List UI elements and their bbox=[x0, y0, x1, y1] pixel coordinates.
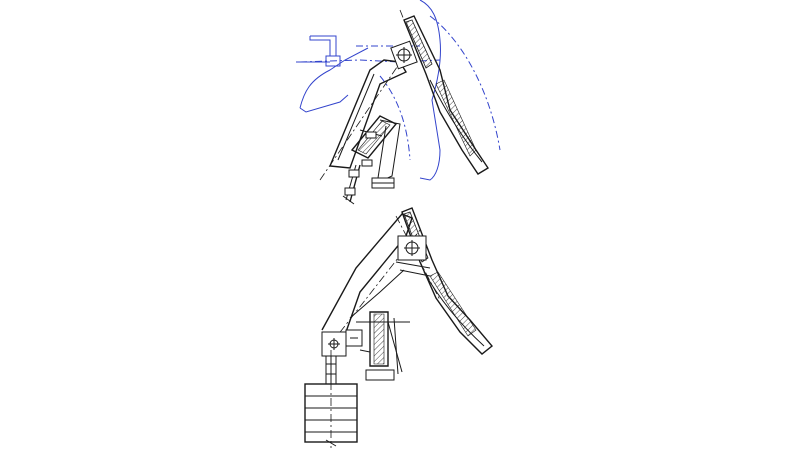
pivot-hub-lower bbox=[395, 235, 431, 277]
clamp-block-upper bbox=[350, 115, 401, 185]
pedal-plate-upper bbox=[399, 9, 489, 175]
pivot-hub-upper bbox=[390, 40, 418, 70]
blue-reference-outline bbox=[296, 0, 501, 181]
counterweight-rod bbox=[325, 350, 337, 448]
lower-view bbox=[304, 207, 493, 448]
clamp-block-lower bbox=[356, 311, 410, 381]
counterweight-stack bbox=[304, 383, 358, 447]
upper-view bbox=[296, 0, 501, 205]
pedal-plate-lower bbox=[395, 207, 493, 355]
adjusting-bolt-upper bbox=[342, 164, 395, 205]
bracket-plate-lower bbox=[321, 329, 363, 357]
